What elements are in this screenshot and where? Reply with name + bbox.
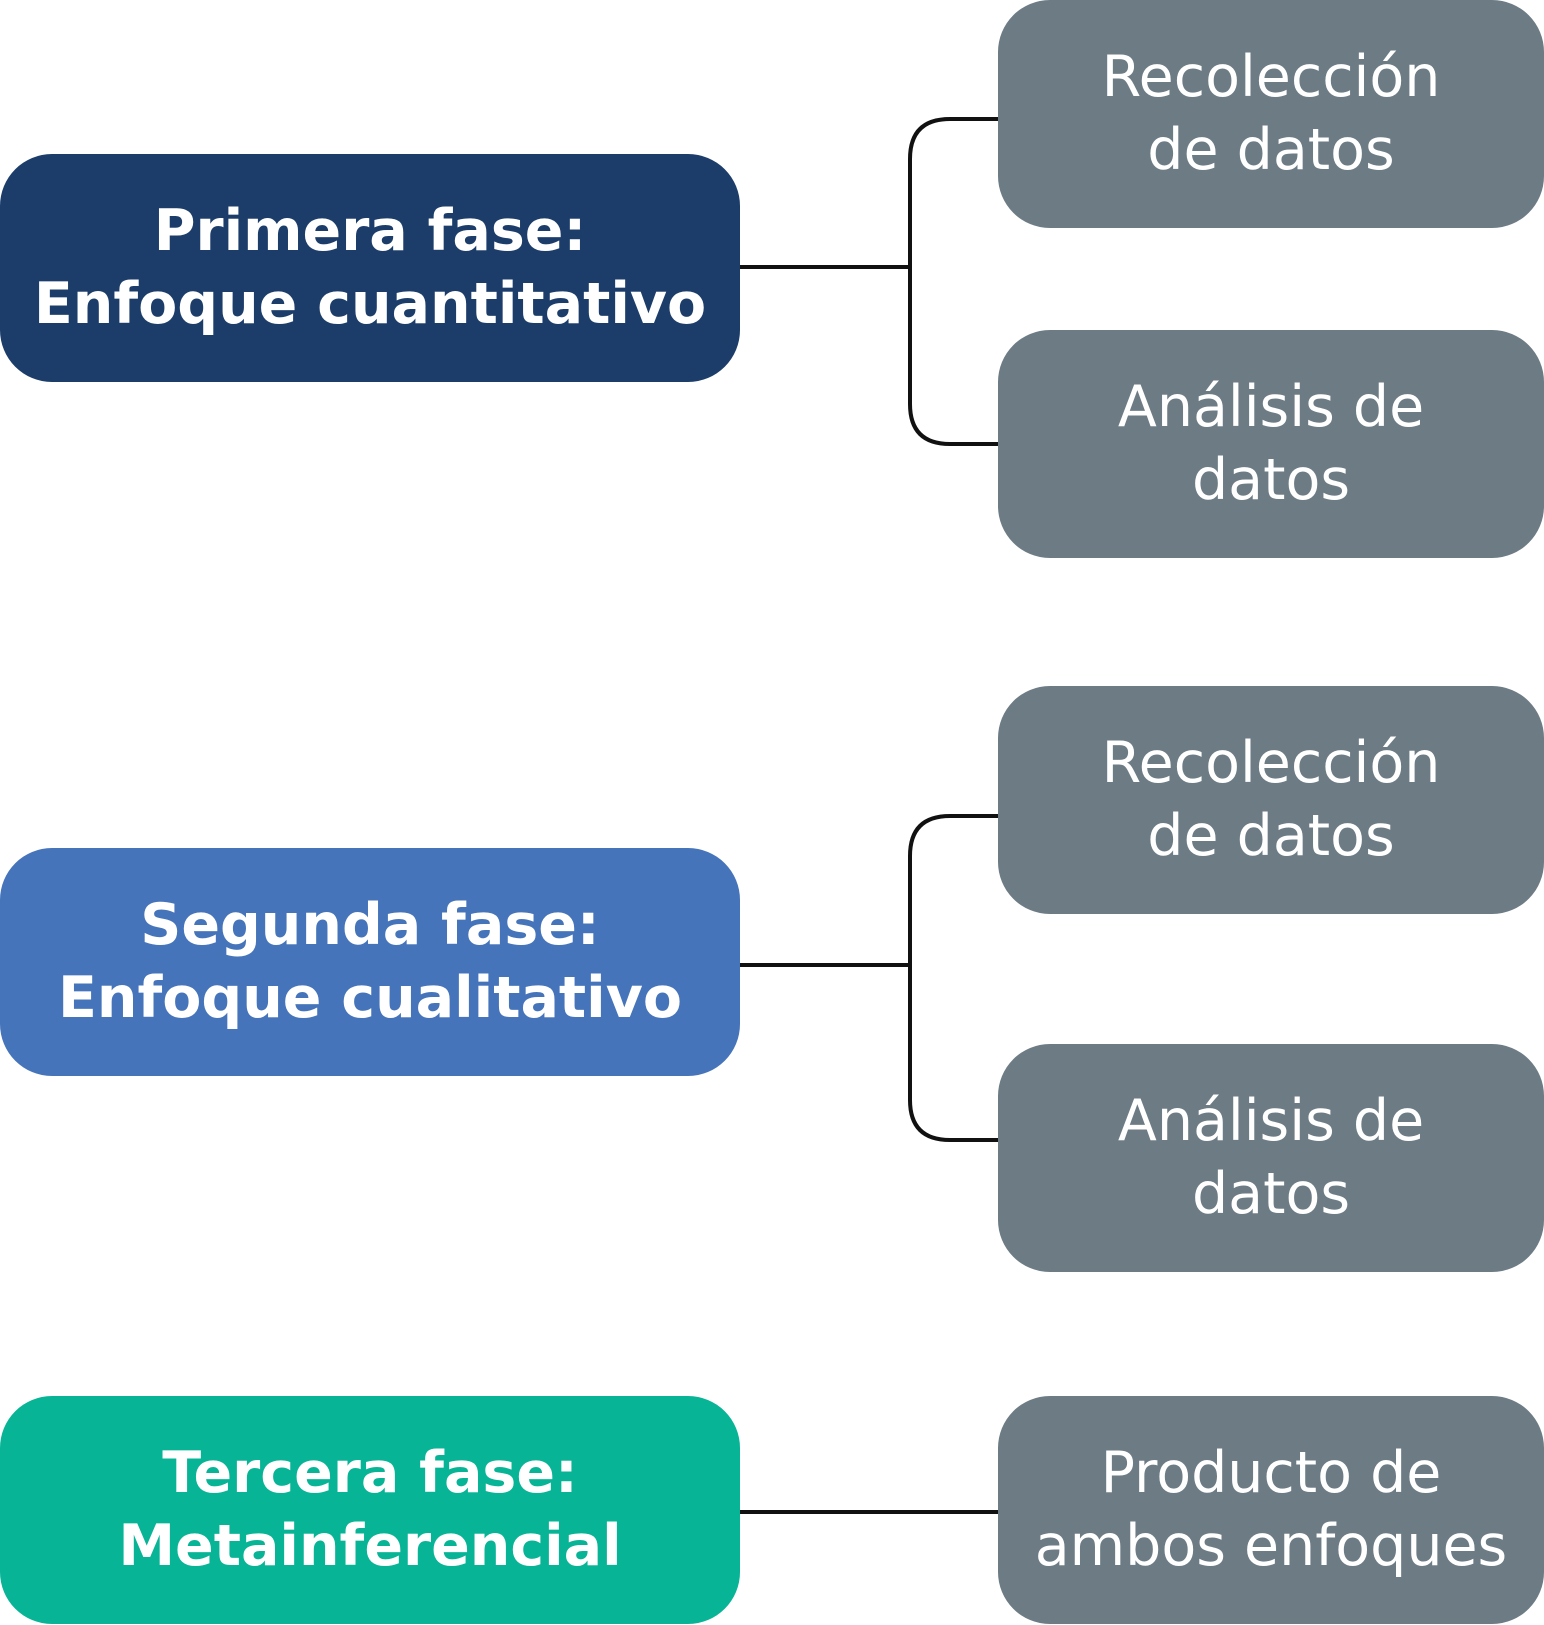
bracket-phase-2 bbox=[908, 814, 998, 1142]
phase-1-step-data-analysis: Análisis de datos bbox=[998, 330, 1544, 558]
step-label-line-1: Recolección bbox=[1101, 730, 1441, 796]
step-label-line-2: de datos bbox=[1147, 803, 1395, 869]
phase-3-title: Tercera fase: bbox=[162, 1440, 578, 1506]
step-label-line-2: datos bbox=[1191, 1161, 1351, 1227]
step-label-line-1: Análisis de bbox=[1117, 374, 1425, 440]
phase-2-step-data-analysis: Análisis de datos bbox=[998, 1044, 1544, 1272]
bracket-phase-1 bbox=[908, 117, 998, 446]
step-label-line-1: Producto de bbox=[1100, 1440, 1442, 1506]
phase-1-subtitle: Enfoque cuantitativo bbox=[33, 271, 707, 337]
phase-3-box: Tercera fase: Metainferencial bbox=[0, 1396, 740, 1624]
phase-1-box: Primera fase: Enfoque cuantitativo bbox=[0, 154, 740, 382]
step-label-line-2: de datos bbox=[1147, 117, 1395, 183]
phase-1-title: Primera fase: bbox=[153, 198, 587, 264]
phase-1-step-data-collection: Recolección de datos bbox=[998, 0, 1544, 228]
step-label-line-1: Análisis de bbox=[1117, 1088, 1425, 1154]
phase-2-box: Segunda fase: Enfoque cualitativo bbox=[0, 848, 740, 1076]
step-label-line-2: ambos enfoques bbox=[1034, 1513, 1508, 1579]
phase-3-subtitle: Metainferencial bbox=[118, 1513, 622, 1579]
phase-2-step-data-collection: Recolección de datos bbox=[998, 686, 1544, 914]
phase-2-title: Segunda fase: bbox=[140, 892, 600, 958]
step-label-line-1: Recolección bbox=[1101, 44, 1441, 110]
phase-3-step-combined-product: Producto de ambos enfoques bbox=[998, 1396, 1544, 1624]
step-label-line-2: datos bbox=[1191, 447, 1351, 513]
phase-2-subtitle: Enfoque cualitativo bbox=[57, 965, 683, 1031]
